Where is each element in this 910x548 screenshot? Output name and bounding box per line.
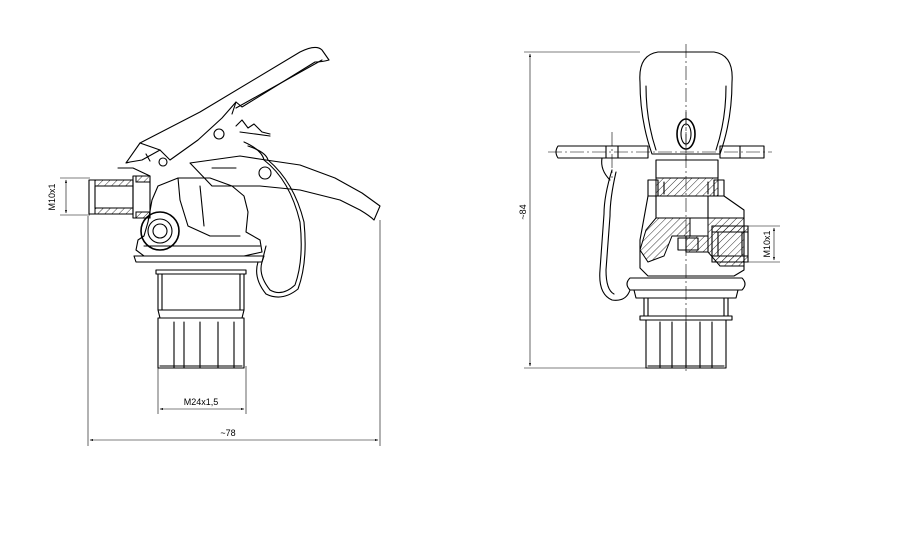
- front-view: ~84 M10x1: [518, 44, 780, 372]
- dim-right-thread: M10x1: [762, 230, 772, 257]
- front-lever: [639, 51, 733, 155]
- swivel-nut: [140, 211, 180, 251]
- neck-thread: [157, 273, 245, 311]
- lower-handle: [189, 155, 381, 221]
- valve-body: [135, 177, 263, 257]
- dim-bottom-thread: M24x1,5: [184, 397, 219, 407]
- upper-lever: [125, 46, 330, 164]
- dim-overall-width: ~78: [220, 428, 235, 438]
- dim-left-thread: M10x1: [47, 183, 57, 210]
- dim-overall-height: ~84: [518, 204, 528, 219]
- front-safety-wire: [599, 169, 631, 301]
- safety-wire: [243, 141, 302, 294]
- front-safety-pin: [555, 145, 649, 159]
- siphon-tube: [157, 317, 245, 369]
- lever-pin: [213, 128, 225, 140]
- side-view: M10x1 M24x1,5 ~78: [47, 46, 381, 446]
